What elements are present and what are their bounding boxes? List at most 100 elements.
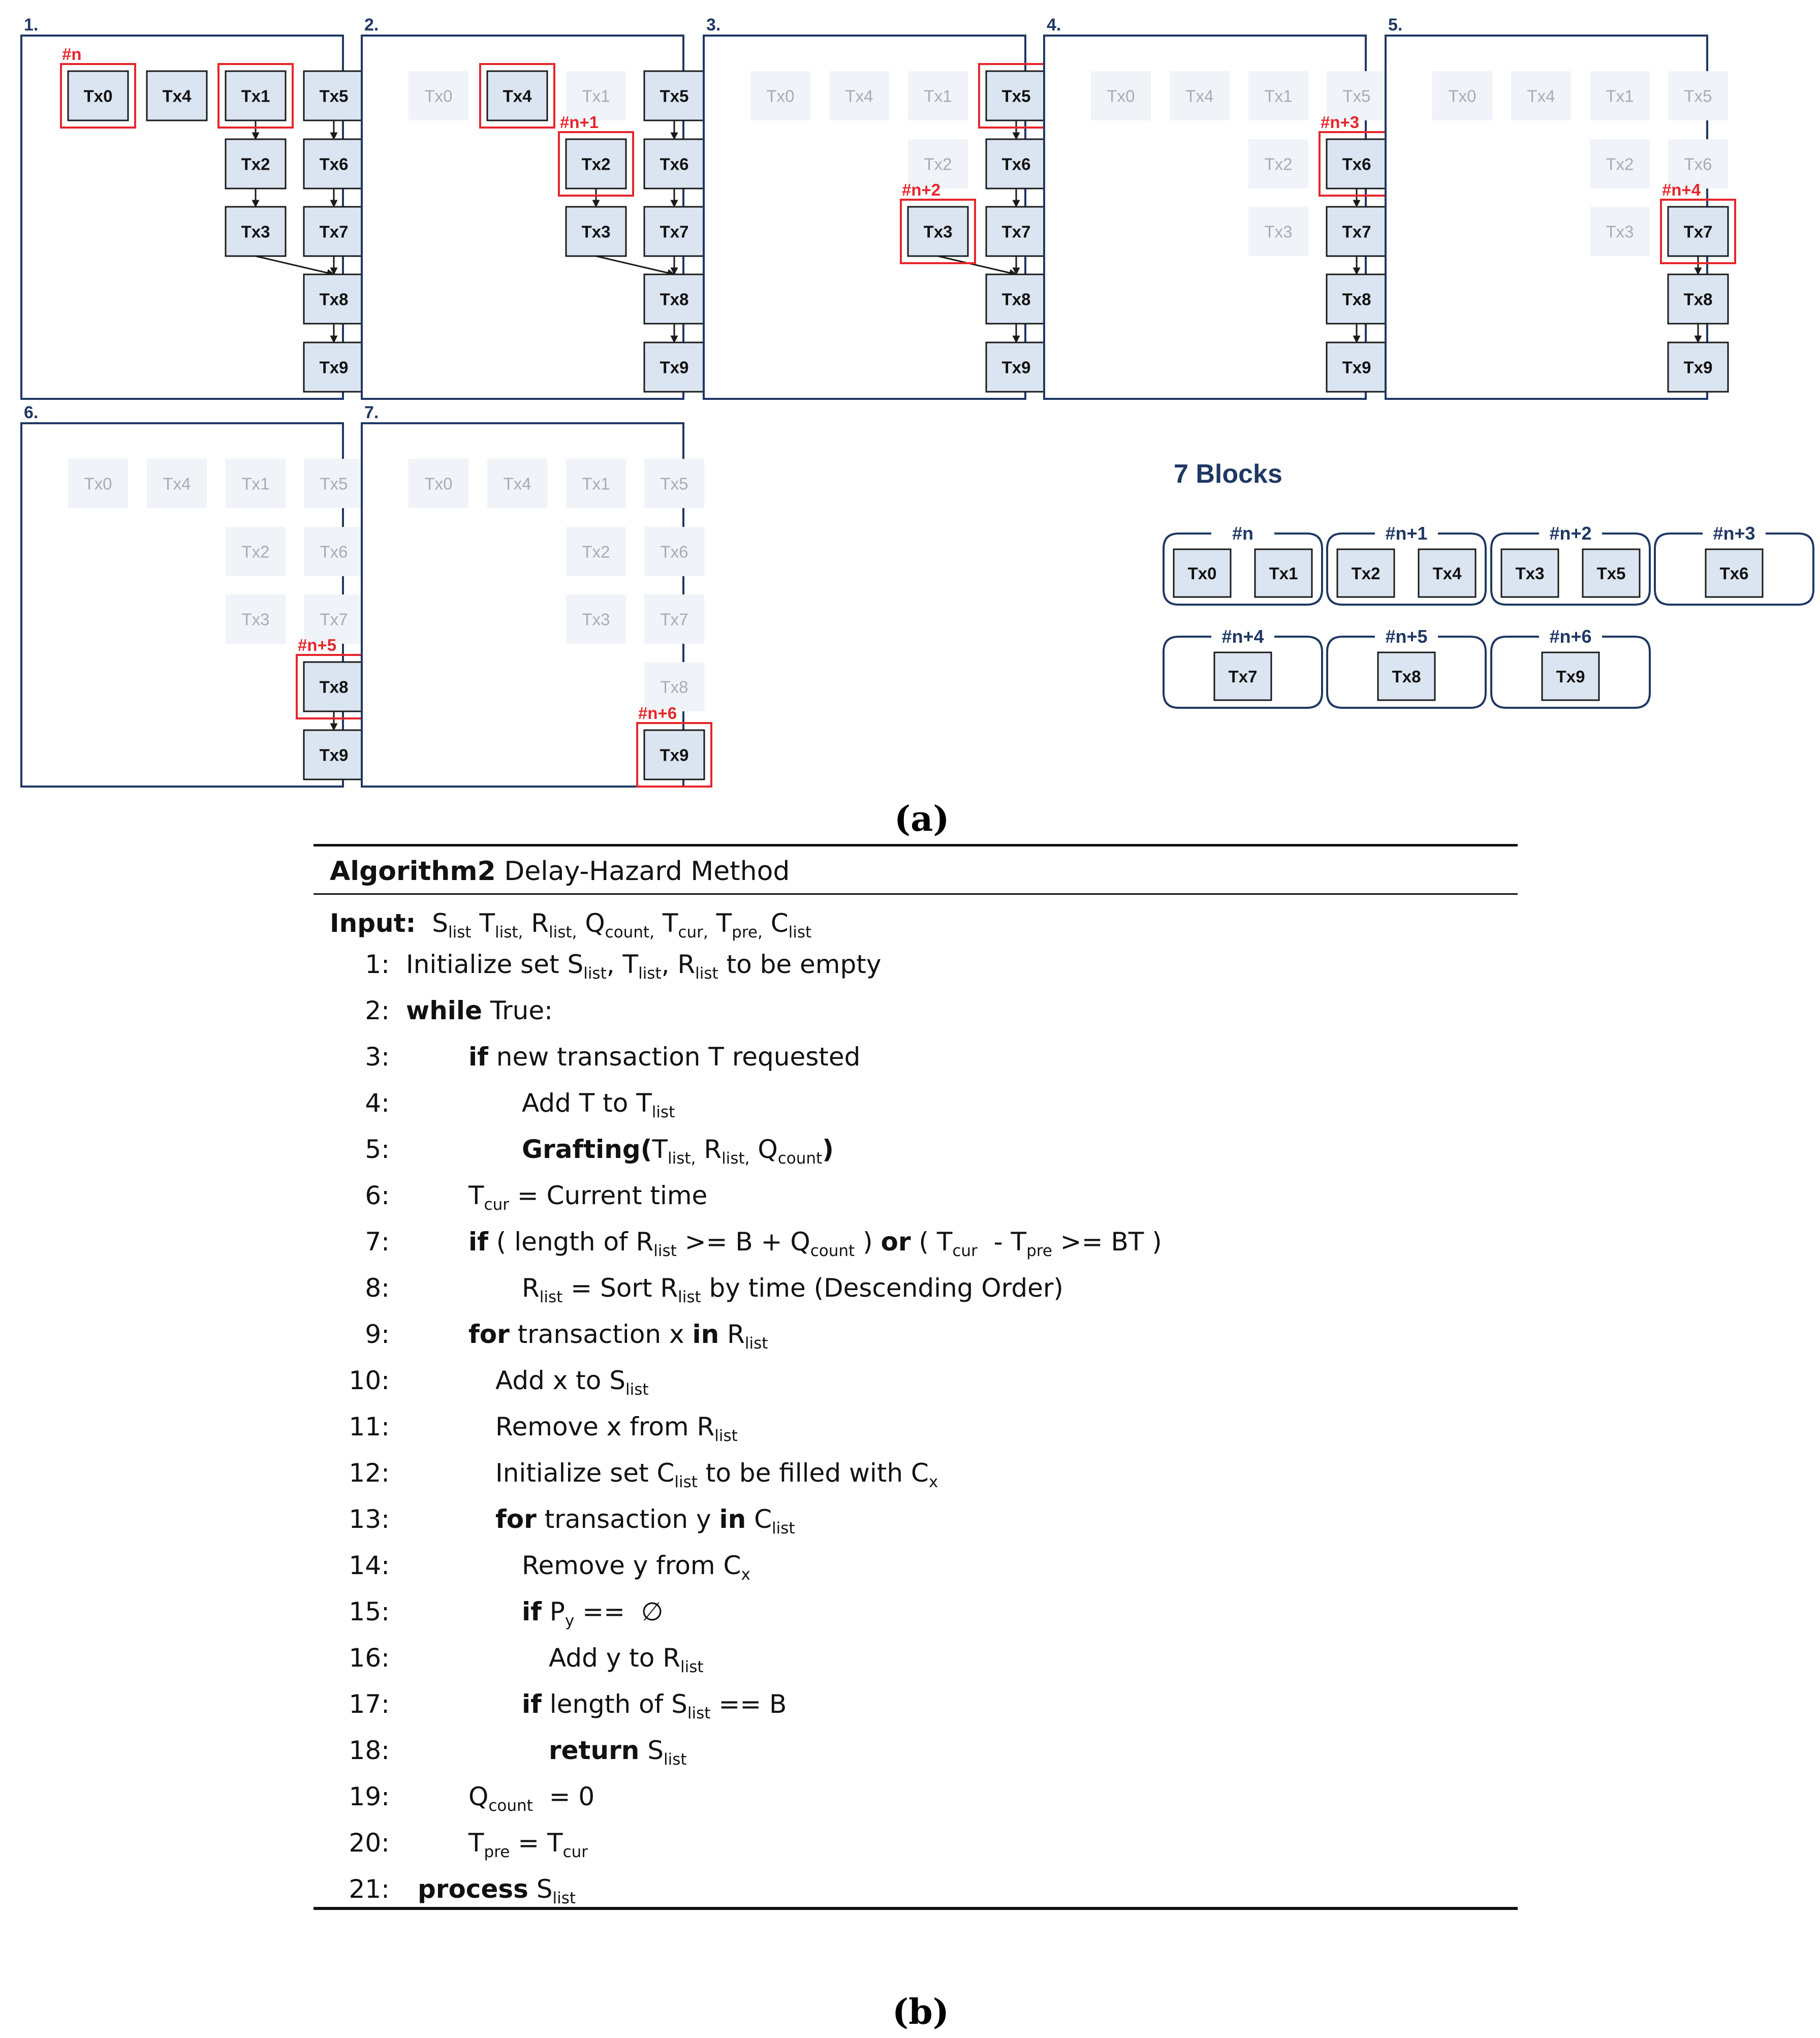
node-label: Tx5	[1002, 87, 1031, 106]
node-label: Tx6	[1002, 155, 1031, 174]
node-box	[225, 138, 287, 190]
line-number: 8:	[365, 1273, 390, 1303]
node-tx6: Tx6	[643, 138, 705, 190]
node-tx8: Tx8	[303, 273, 365, 325]
selection-highlight	[558, 131, 634, 197]
node-box	[303, 138, 365, 190]
node-tx8: Tx8	[1326, 273, 1388, 325]
node-tx1: Tx1	[226, 459, 286, 508]
node-label: Tx0	[1107, 87, 1135, 106]
node-tx3: Tx3	[566, 594, 626, 644]
node-tx1: Tx1	[566, 459, 626, 508]
node-label: Tx5	[1342, 87, 1370, 106]
line-text: Rlist = Sort Rlist by time (Descending O…	[522, 1273, 1063, 1306]
node-label: Tx9	[1684, 358, 1713, 377]
node-label: Tx8	[1684, 290, 1713, 309]
node-label: Tx9	[1342, 358, 1371, 377]
line-text: Add y to Rlist	[549, 1643, 704, 1676]
block-frame	[1654, 532, 1814, 606]
node-label: Tx0	[424, 475, 452, 493]
line-number: 1:	[365, 950, 390, 979]
block-frame	[1163, 636, 1323, 709]
algorithm-title-bold: Algorithm2	[330, 856, 496, 887]
algorithm-box: Algorithm2 Delay-Hazard Method Input: Sl…	[313, 844, 1518, 1916]
node-tx2: Tx2	[558, 131, 634, 197]
block-frame	[1326, 532, 1487, 606]
node-label: Tx4	[503, 475, 531, 493]
node-box	[566, 71, 626, 120]
node-label: Tx6	[660, 543, 688, 561]
node-label: Tx1	[241, 87, 270, 106]
node-box	[1668, 71, 1728, 120]
node-tx3: Tx3	[565, 206, 627, 257]
node-label: Tx7	[320, 223, 349, 241]
algorithm-line-4: 4:Add T to Tlist	[313, 1080, 1518, 1126]
block-badge: #n+1	[560, 113, 599, 132]
node-tx5: Tx5	[1327, 71, 1387, 120]
node-label: Tx5	[1597, 564, 1626, 583]
node-label: Tx0	[424, 87, 452, 106]
node-box	[643, 70, 705, 121]
node-tx0: Tx0	[60, 63, 136, 129]
node-tx6: Tx6	[303, 138, 365, 190]
block-label: #n+3	[1713, 523, 1755, 544]
node-tx3: Tx3	[1248, 207, 1308, 256]
line-text: Grafting(Tlist, Rlist, Qcount)	[522, 1135, 834, 1168]
node-label: Tx2	[1264, 155, 1292, 174]
block-frame	[1490, 532, 1651, 606]
node-box	[226, 594, 286, 644]
line-number: 9:	[365, 1320, 390, 1349]
node-tx2: Tx2	[566, 527, 626, 576]
node-box	[1582, 548, 1641, 598]
node-box	[985, 341, 1047, 393]
node-tx8: Tx8	[643, 273, 705, 325]
algorithm-line-9: 9:for transaction x in Rlist	[313, 1311, 1518, 1358]
node-box	[985, 273, 1047, 325]
node-box	[487, 459, 547, 508]
node-label: Tx2	[1606, 155, 1634, 174]
node-tx9: Tx9	[1326, 341, 1388, 393]
input-label: Input:	[330, 908, 416, 938]
node-label: Tx9	[660, 358, 689, 377]
caption-b: (b)	[892, 1992, 949, 2032]
selection-highlight	[1660, 199, 1736, 264]
line-text: while True:	[406, 996, 553, 1025]
line-text: for transaction y in Clist	[495, 1504, 795, 1538]
node-label: Tx5	[320, 475, 348, 493]
node-box	[566, 527, 626, 576]
node-box	[1170, 71, 1230, 120]
node-tx0: Tx0	[409, 459, 468, 508]
node-label: Tx1	[582, 87, 610, 106]
node-tx2: Tx2	[908, 139, 968, 189]
line-number: 19:	[349, 1782, 390, 1811]
node-tx7: Tx7	[1660, 199, 1736, 264]
algorithm-top-rule	[313, 844, 1518, 846]
line-number: 16:	[349, 1643, 390, 1673]
node-box	[486, 70, 548, 121]
edge-tx3-tx8	[937, 255, 1017, 277]
node-tx7: Tx7	[985, 206, 1047, 257]
block-label: #n+6	[1549, 626, 1591, 647]
line-number: 14:	[349, 1551, 390, 1580]
node-box	[225, 70, 287, 121]
node-tx0: Tx0	[750, 71, 810, 120]
node-tx6: Tx6	[644, 527, 704, 576]
selection-highlight	[636, 722, 712, 788]
line-text: if Py == ∅	[522, 1597, 664, 1630]
line-text: Initialize set Slist, Tlist, Rlist to be…	[406, 950, 882, 983]
node-box	[303, 729, 365, 780]
algorithm-line-17: 17:if length of Slist == B	[313, 1681, 1518, 1728]
panel-label: 5.	[1388, 15, 1402, 35]
panel-label: 6.	[24, 403, 38, 422]
node-box	[643, 729, 705, 780]
block-tx-tx7: Tx7	[1213, 651, 1272, 701]
algorithm-line-21: 21:process Slist	[313, 1866, 1518, 1912]
algorithm-line-16: 16: Add y to Rlist	[313, 1635, 1518, 1681]
algorithm-input: Input: Slist Tlist, Rlist, Qcount, Tcur,…	[330, 904, 811, 943]
node-label: Tx8	[320, 678, 349, 697]
node-label: Tx7	[320, 610, 348, 629]
